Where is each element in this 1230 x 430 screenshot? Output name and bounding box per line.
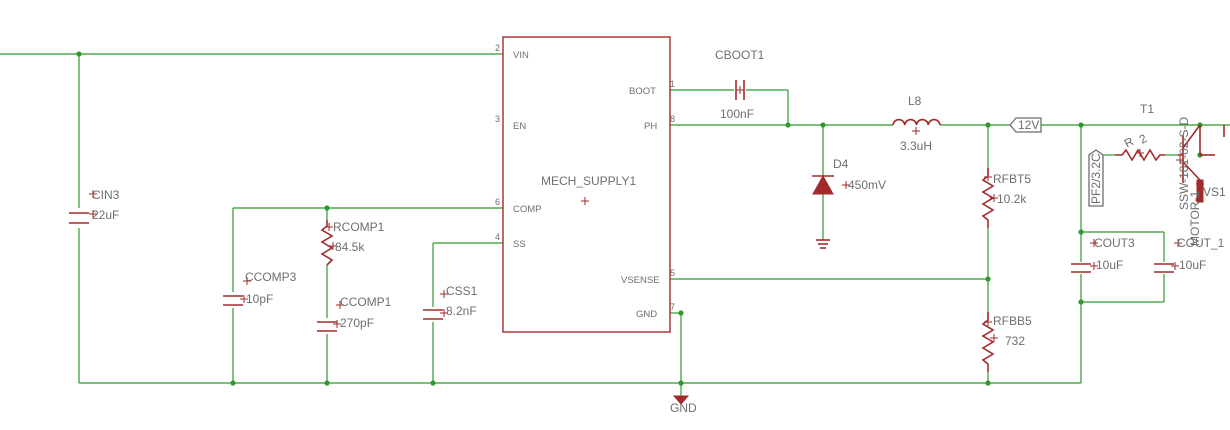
cout3-value: 10uF [1096, 258, 1123, 272]
cout1-name: COUT_1 [1177, 236, 1225, 250]
resistor-r[interactable]: R 2 [1115, 131, 1165, 162]
rfbb-value: 732 [1005, 334, 1025, 348]
ccomp1-name: CCOMP1 [340, 295, 392, 309]
cboot-name: CBOOT1 [715, 48, 765, 62]
resistor-rcomp1[interactable]: RCOMP1 84.5k [320, 220, 385, 266]
pin-num-ss: 4 [495, 232, 500, 242]
t1-name: T1 [1140, 102, 1154, 116]
resistor-r-value: 2 [1137, 131, 1150, 147]
resistor-rfbt5[interactable]: RFBT5 10.2k [981, 168, 1031, 228]
pin-num-comp: 6 [495, 197, 500, 207]
css-name: CSS1 [446, 284, 478, 298]
capacitor-cin3[interactable]: CIN3 22uF [69, 188, 120, 224]
pin-label-comp: COMP [513, 204, 542, 215]
inductor-l8[interactable]: L8 3.3uH [892, 94, 941, 153]
gnd-label: GND [670, 401, 697, 415]
pin-num-boot: 1 [670, 79, 675, 89]
net-label-12v: 12V [1018, 118, 1039, 132]
rcomp-value: 84.5k [335, 240, 365, 254]
resistor-r-name: R [1122, 134, 1137, 151]
ccomp1-value: 270pF [340, 316, 374, 330]
cin-value: 22uF [92, 208, 119, 222]
diode-value: 450mV [848, 178, 886, 192]
cout1-value: 10uF [1179, 258, 1206, 272]
cboot-value: 100nF [720, 107, 754, 121]
cin-name: CIN3 [92, 188, 120, 202]
pin-label-ph: PH [644, 121, 657, 132]
pin-label-en: EN [513, 121, 526, 132]
net-flag-12v[interactable]: 12V [1009, 117, 1042, 133]
pin-num-vin: 2 [495, 43, 500, 53]
wires [0, 53, 1230, 397]
ccomp3-value: 10pF [246, 292, 273, 306]
capacitor-cboot1[interactable]: CBOOT1 100nF [715, 48, 765, 121]
net-flag-pf[interactable]: PF2/3.2C [1088, 149, 1104, 207]
net-label-pf: PF2/3.2C [1089, 153, 1103, 204]
rfbt-name: RFBT5 [993, 172, 1031, 186]
pin-label-ss: SS [513, 239, 526, 250]
pin-num-gnd: 7 [670, 302, 675, 312]
capacitor-ccomp3[interactable]: CCOMP3 10pF [223, 270, 297, 306]
junction-dots [76, 51, 1203, 386]
sw-part-number: SSW-101-02-S-D [1177, 117, 1191, 210]
capacitor-css1[interactable]: CSS1 8.2nF [423, 284, 478, 320]
pin-label-gnd: GND [636, 309, 657, 320]
pin-label-boot: BOOT [629, 86, 656, 97]
inductor-value: 3.3uH [900, 139, 932, 153]
ccomp3-name: CCOMP3 [245, 270, 297, 284]
diode-name: D4 [833, 157, 849, 171]
pin-label-vsense: VSENSE [621, 275, 660, 286]
resistor-rfbb5[interactable]: RFBB5 732 [981, 312, 1032, 372]
rcomp-name: RCOMP1 [333, 220, 385, 234]
inductor-name: L8 [908, 94, 922, 108]
pin-num-ph: 8 [670, 114, 675, 124]
diode-d4[interactable]: D4 450mV [812, 157, 886, 249]
ground-symbol[interactable]: GND [670, 395, 697, 415]
switch-t1[interactable]: T1 SSW-101-02-S-D MOTOR-1 VS1 [1140, 102, 1226, 246]
ic-mech-supply[interactable]: MECH_SUPPLY1 2 VIN 3 EN 6 COMP 4 SS 1 BO… [495, 36, 675, 333]
ic-name: MECH_SUPPLY1 [541, 174, 636, 188]
capacitor-cout3[interactable]: COUT3 10uF [1071, 236, 1135, 273]
css-value: 8.2nF [446, 304, 477, 318]
pin-label-vin: VIN [513, 50, 529, 61]
capacitor-cout-1[interactable]: COUT_1 10uF [1154, 236, 1225, 273]
cout3-name: COUT3 [1094, 236, 1135, 250]
motor-name: MOTOR-1 [1188, 191, 1202, 246]
pin-num-en: 3 [495, 114, 500, 124]
pin-num-vsense: 5 [670, 268, 675, 278]
rfbt-value: 10.2k [997, 192, 1027, 206]
capacitor-ccomp1[interactable]: CCOMP1 270pF [317, 295, 392, 332]
rfbb-name: RFBB5 [993, 314, 1032, 328]
vs-name: VS1 [1203, 185, 1226, 199]
